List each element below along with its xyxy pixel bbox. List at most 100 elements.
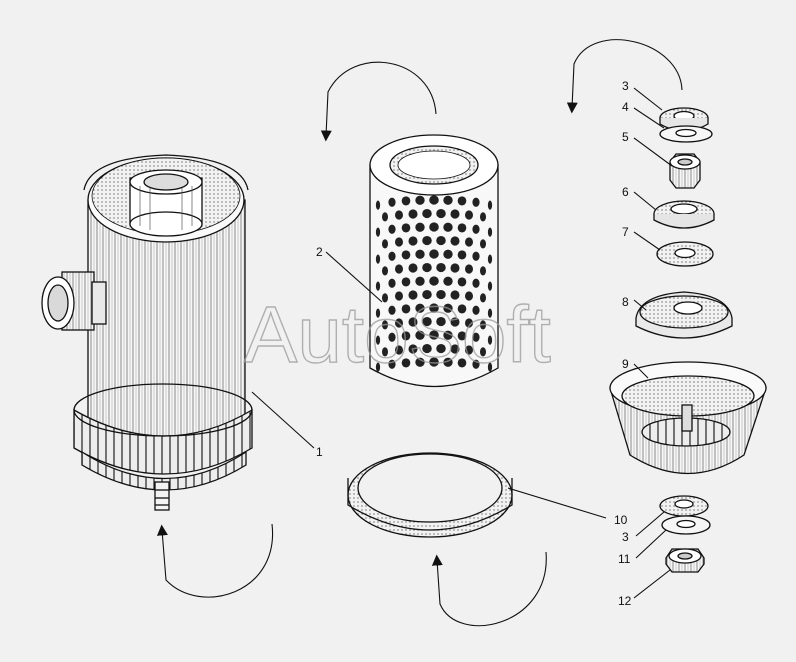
perforation-hole — [408, 263, 418, 273]
perforation-hole — [422, 235, 432, 246]
assembly-arrow-top-right — [566, 39, 683, 114]
perforation-hole — [450, 209, 460, 219]
filter-housing — [41, 154, 253, 511]
perforation-hole — [479, 212, 487, 222]
callout-4: 4 — [622, 100, 629, 114]
perforation-hole — [443, 357, 453, 367]
assembly-arrow-bottom-middle — [431, 551, 547, 627]
perforation-hole — [450, 236, 460, 246]
perforation-hole — [375, 335, 381, 345]
perforation-hole — [450, 317, 460, 327]
cap-6 — [653, 200, 715, 229]
perforation-hole — [422, 289, 432, 300]
perforation-hole — [479, 266, 487, 276]
callouts: 1 2 3 4 5 6 7 8 9 10 3 11 12 — [316, 79, 632, 608]
perforation-hole — [408, 317, 418, 327]
perforation-hole — [472, 278, 480, 288]
perforation-hole — [464, 291, 474, 301]
perforation-hole — [394, 291, 404, 301]
perforation-hole — [487, 362, 493, 372]
perforation-hole — [450, 263, 460, 273]
perforation-hole — [443, 303, 453, 313]
perforation-hole — [472, 332, 480, 342]
perforation-hole — [457, 196, 467, 206]
perforation-hole — [464, 345, 474, 355]
perforation-hole — [388, 359, 396, 369]
perforation-hole — [375, 362, 381, 372]
perforation-hole — [457, 223, 467, 233]
perforation-hole — [487, 308, 493, 318]
perforation-hole — [457, 250, 467, 260]
perforation-hole — [415, 195, 425, 205]
perforation-hole — [472, 197, 480, 207]
perforation-hole — [464, 210, 474, 220]
gasket-ring — [347, 452, 513, 538]
perforation-hole — [408, 290, 418, 300]
perforation-hole — [375, 281, 381, 291]
callout-10: 10 — [614, 513, 628, 527]
perforation-hole — [408, 236, 418, 246]
perforation-hole — [429, 357, 439, 367]
perforation-hole — [443, 222, 453, 232]
perforation-hole — [422, 343, 432, 354]
perforation-hole — [381, 293, 389, 303]
perforation-hole — [415, 249, 425, 259]
washer-7 — [656, 241, 714, 267]
perforation-hole — [394, 237, 404, 247]
perforation-hole — [381, 266, 389, 276]
perforation-hole — [401, 250, 411, 260]
perforation-hole — [429, 276, 439, 286]
washer-4 — [659, 125, 713, 143]
perforation-hole — [415, 357, 425, 367]
perforation-hole — [464, 318, 474, 328]
callout-9: 9 — [622, 357, 629, 371]
perforation-hole — [450, 290, 460, 300]
perforation-hole — [401, 277, 411, 287]
filter-element — [369, 134, 499, 388]
perforation-hole — [388, 332, 396, 342]
perforation-hole — [388, 251, 396, 261]
perforation-hole — [394, 264, 404, 274]
washer-11 — [661, 515, 711, 535]
perforation-hole — [401, 358, 411, 368]
perforation-hole — [394, 345, 404, 355]
perforation-hole — [487, 335, 493, 345]
leader-lines — [251, 87, 673, 599]
perforation-hole — [381, 212, 389, 222]
perforation-hole — [401, 223, 411, 233]
watermark: AutoSoft — [244, 290, 551, 379]
perforation-hole — [388, 197, 396, 207]
perforation-hole — [401, 196, 411, 206]
perforation-hole — [401, 331, 411, 341]
callout-11: 11 — [618, 552, 631, 566]
perforation-hole — [401, 304, 411, 314]
perforation-hole — [388, 278, 396, 288]
perforation-hole — [472, 251, 480, 261]
perforation-hole — [408, 209, 418, 219]
callout-1: 1 — [316, 445, 323, 459]
assembly-arrow-bottom-left — [156, 523, 274, 598]
assembly-arrow-top-middle — [320, 61, 437, 142]
perforation-hole — [415, 330, 425, 340]
perforation-hole — [487, 254, 493, 264]
perforation-hole — [436, 235, 446, 246]
perforation-hole — [415, 276, 425, 286]
perforation-hole — [479, 320, 487, 330]
callout-2: 2 — [316, 245, 323, 259]
perforation-hole — [472, 305, 480, 315]
callout-12: 12 — [618, 594, 632, 608]
perforation-hole — [429, 330, 439, 340]
perforation-hole — [415, 303, 425, 313]
perforation-hole — [436, 316, 446, 327]
perforation-hole — [408, 344, 418, 354]
perforation-hole — [375, 308, 381, 318]
perforation-hole — [443, 276, 453, 286]
nut-12 — [665, 548, 705, 573]
perforation-hole — [388, 224, 396, 234]
perforation-hole — [472, 224, 480, 234]
perforation-hole — [381, 239, 389, 249]
washer-3-bottom — [659, 495, 709, 517]
callout-5: 5 — [622, 130, 629, 144]
